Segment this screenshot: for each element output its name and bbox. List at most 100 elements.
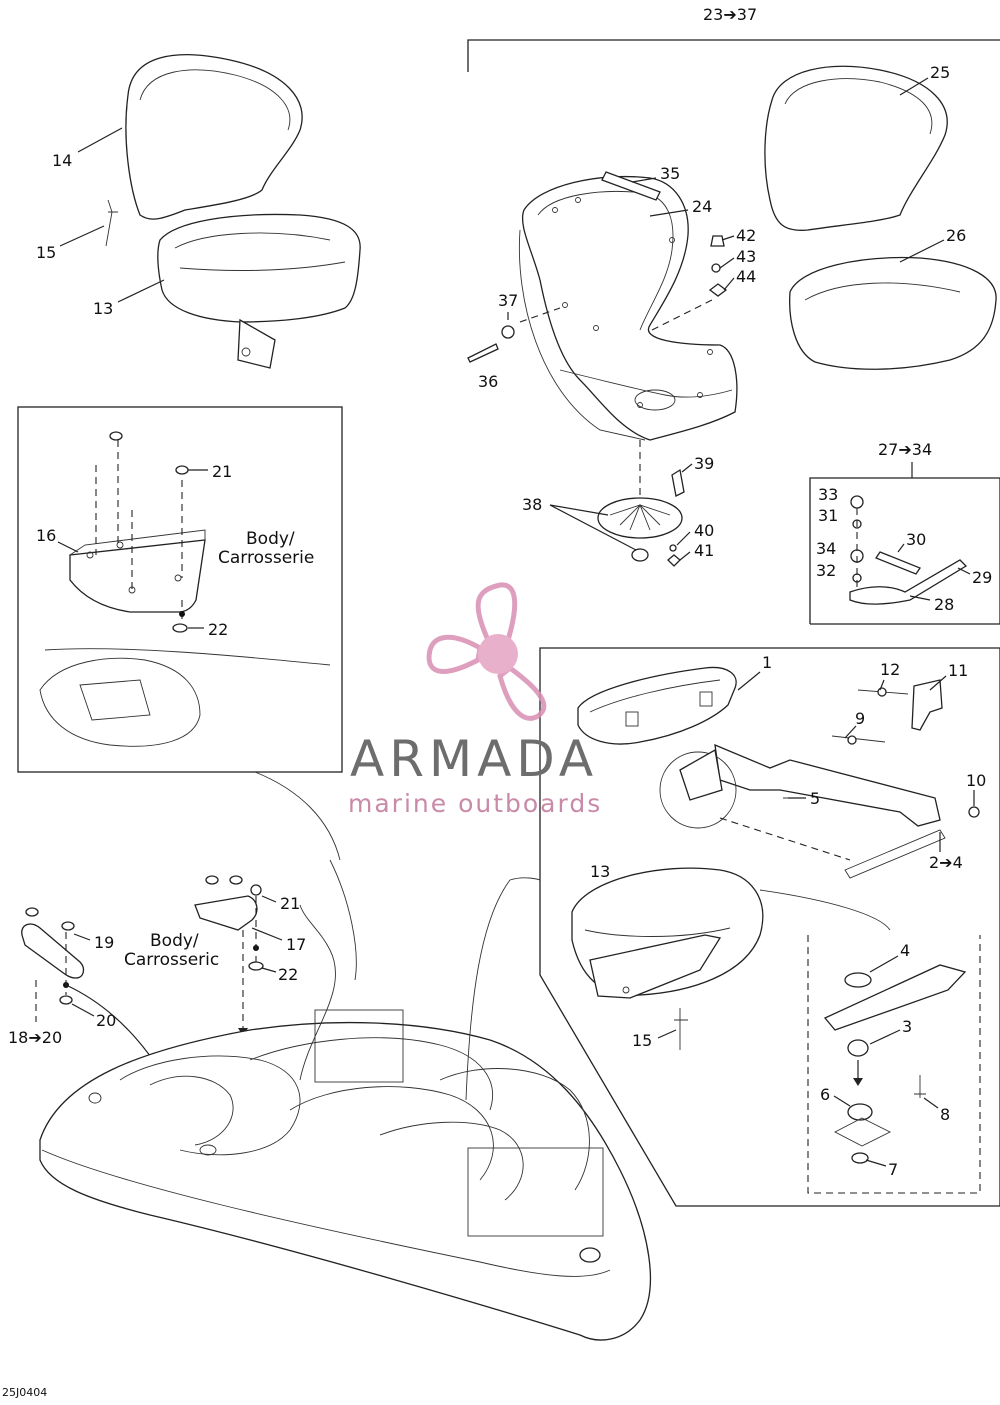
- svg-text:23➔37: 23➔37: [703, 5, 757, 24]
- body-label-left: Body/ Carrosserie: [218, 529, 314, 568]
- callout-18-20: 18➔20: [8, 1028, 62, 1047]
- callout-2-4: 2➔4: [929, 832, 963, 872]
- callout-43: 43: [719, 247, 756, 269]
- svg-text:41: 41: [694, 541, 714, 560]
- svg-text:6: 6: [820, 1085, 830, 1104]
- svg-text:30: 30: [906, 530, 926, 549]
- callout-19: 19: [73, 933, 114, 952]
- diagram-ref-code: 25J0404: [2, 1386, 47, 1399]
- callout-14: 14: [52, 127, 123, 170]
- svg-text:12: 12: [880, 660, 900, 679]
- inset-box-mount-hardware: [807, 935, 981, 1194]
- callout-25: 25: [899, 63, 950, 96]
- svg-text:marine outboards: marine outboards: [348, 789, 602, 818]
- callout-13-right: 13: [590, 862, 610, 881]
- svg-text:44: 44: [736, 267, 756, 286]
- svg-text:43: 43: [736, 247, 756, 266]
- svg-text:25: 25: [930, 63, 950, 82]
- group-bracket-23-37: 23➔37: [467, 5, 1000, 72]
- svg-text:32: 32: [816, 561, 836, 580]
- svg-text:5: 5: [810, 789, 820, 808]
- svg-text:1: 1: [762, 653, 772, 672]
- svg-text:13: 13: [590, 862, 610, 881]
- latch-assembly: [849, 495, 968, 605]
- svg-text:33: 33: [818, 485, 838, 504]
- callout-24: 24: [649, 197, 712, 217]
- svg-text:28: 28: [934, 595, 954, 614]
- svg-text:13: 13: [93, 299, 113, 318]
- callout-17: 17: [251, 927, 306, 954]
- svg-text:11: 11: [948, 661, 968, 680]
- inset-box-mount-plate: [17, 406, 343, 773]
- callout-21-bottom: 21: [261, 894, 300, 913]
- mount-hardware-assembly: [823, 964, 967, 1164]
- svg-text:38: 38: [522, 495, 542, 514]
- svg-text:21: 21: [212, 462, 232, 481]
- svg-text:26: 26: [946, 226, 966, 245]
- svg-text:27➔34: 27➔34: [878, 440, 932, 459]
- armada-watermark: ARMADA marine outboards: [348, 582, 602, 818]
- group-bracket-27-34: 27➔34: [809, 440, 1000, 625]
- svg-text:7: 7: [888, 1160, 898, 1179]
- body-label-bottom: Body/ Carrosseric: [124, 931, 219, 970]
- callout-4: 4: [869, 941, 910, 973]
- callout-37: 37: [498, 291, 518, 320]
- propeller-icon: [426, 582, 547, 721]
- svg-text:Carrosseric: Carrosseric: [124, 950, 219, 970]
- svg-text:35: 35: [660, 164, 680, 183]
- svg-text:4: 4: [900, 941, 910, 960]
- callout-3: 3: [869, 1017, 912, 1045]
- svg-text:16: 16: [36, 526, 56, 545]
- svg-text:15: 15: [36, 243, 56, 262]
- callout-9: 9: [844, 709, 865, 739]
- callout-40: 40: [676, 521, 714, 546]
- callout-22-bottom: 22: [261, 965, 298, 984]
- callout-21-left: 21: [188, 462, 232, 481]
- callout-6: 6: [820, 1085, 851, 1107]
- svg-text:14: 14: [52, 151, 72, 170]
- callout-34: 34: [816, 539, 836, 558]
- svg-text:36: 36: [478, 372, 498, 391]
- svg-text:2➔4: 2➔4: [929, 853, 963, 872]
- callout-32: 32: [816, 561, 836, 580]
- svg-text:ARMADA: ARMADA: [350, 730, 598, 788]
- callout-1: 1: [737, 653, 772, 691]
- svg-text:17: 17: [286, 935, 306, 954]
- svg-text:39: 39: [694, 454, 714, 473]
- callout-20: 20: [71, 1003, 116, 1030]
- seat-frame-assembly: [467, 171, 738, 567]
- svg-text:9: 9: [855, 709, 865, 728]
- callout-31: 31: [818, 506, 838, 525]
- bracket-seat-assembly: [571, 666, 980, 1050]
- callout-12: 12: [879, 660, 900, 691]
- callout-13-top: 13: [93, 279, 165, 318]
- boat-hull: [39, 771, 891, 1341]
- svg-text:3: 3: [902, 1017, 912, 1036]
- callout-8: 8: [923, 1097, 950, 1124]
- svg-text:22: 22: [208, 620, 228, 639]
- svg-text:20: 20: [96, 1011, 116, 1030]
- rear-seat-assembly: [764, 65, 997, 370]
- svg-text:8: 8: [940, 1105, 950, 1124]
- svg-text:10: 10: [966, 771, 986, 790]
- svg-text:Body/: Body/: [150, 931, 199, 951]
- callout-15-right: 15: [632, 1029, 677, 1050]
- callout-29: 29: [957, 567, 992, 587]
- callout-39: 39: [681, 454, 714, 473]
- callout-28: 28: [909, 595, 954, 614]
- svg-text:Carrosserie: Carrosserie: [218, 548, 314, 568]
- svg-text:24: 24: [692, 197, 712, 216]
- mount-plate-assembly: [39, 431, 331, 747]
- callout-38: 38: [522, 495, 637, 551]
- svg-text:29: 29: [972, 568, 992, 587]
- callout-30: 30: [897, 530, 926, 553]
- svg-text:34: 34: [816, 539, 836, 558]
- svg-text:31: 31: [818, 506, 838, 525]
- svg-text:40: 40: [694, 521, 714, 540]
- callout-33: 33: [818, 485, 838, 504]
- svg-text:37: 37: [498, 291, 518, 310]
- svg-text:19: 19: [94, 933, 114, 952]
- callout-26: 26: [899, 226, 966, 263]
